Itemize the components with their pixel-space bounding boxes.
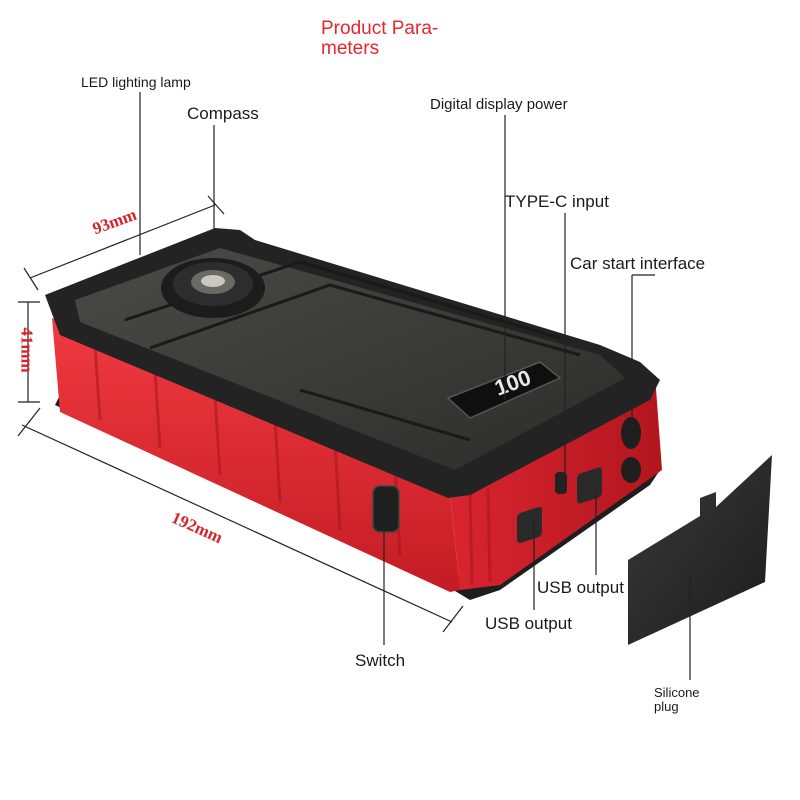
compass-lens: [161, 258, 265, 318]
label-digital-display: Digital display power: [430, 96, 568, 113]
callout-lines: [139, 92, 691, 680]
power-bank-device: 100: [45, 228, 662, 600]
side-ribs: [93, 344, 492, 586]
label-silicone-plug-line-1: Silicone: [654, 685, 700, 700]
label-silicone-plug: Silicone plug: [654, 686, 700, 714]
label-led-lamp: LED lighting lamp: [81, 74, 191, 90]
silicone-plug: [628, 455, 772, 645]
switch-button: [372, 485, 400, 533]
label-usb-output-2: USB output: [485, 614, 572, 633]
device-red-side: [52, 318, 460, 592]
label-car-start: Car start interface: [570, 254, 706, 273]
dimension-lines: [17, 195, 464, 633]
label-switch: Switch: [355, 651, 406, 670]
label-silicone-plug-line-2: plug: [654, 699, 679, 714]
label-type-c: TYPE-C input: [505, 192, 609, 211]
page-title: Product Para- meters: [321, 19, 461, 59]
label-usb-output-1: USB output: [537, 578, 624, 597]
title-line-1: Product Para-: [321, 18, 439, 39]
dimension-height: 41mm: [17, 327, 37, 373]
title-line-2: meters: [321, 38, 380, 59]
ports: [517, 417, 641, 543]
label-compass: Compass: [187, 104, 259, 123]
